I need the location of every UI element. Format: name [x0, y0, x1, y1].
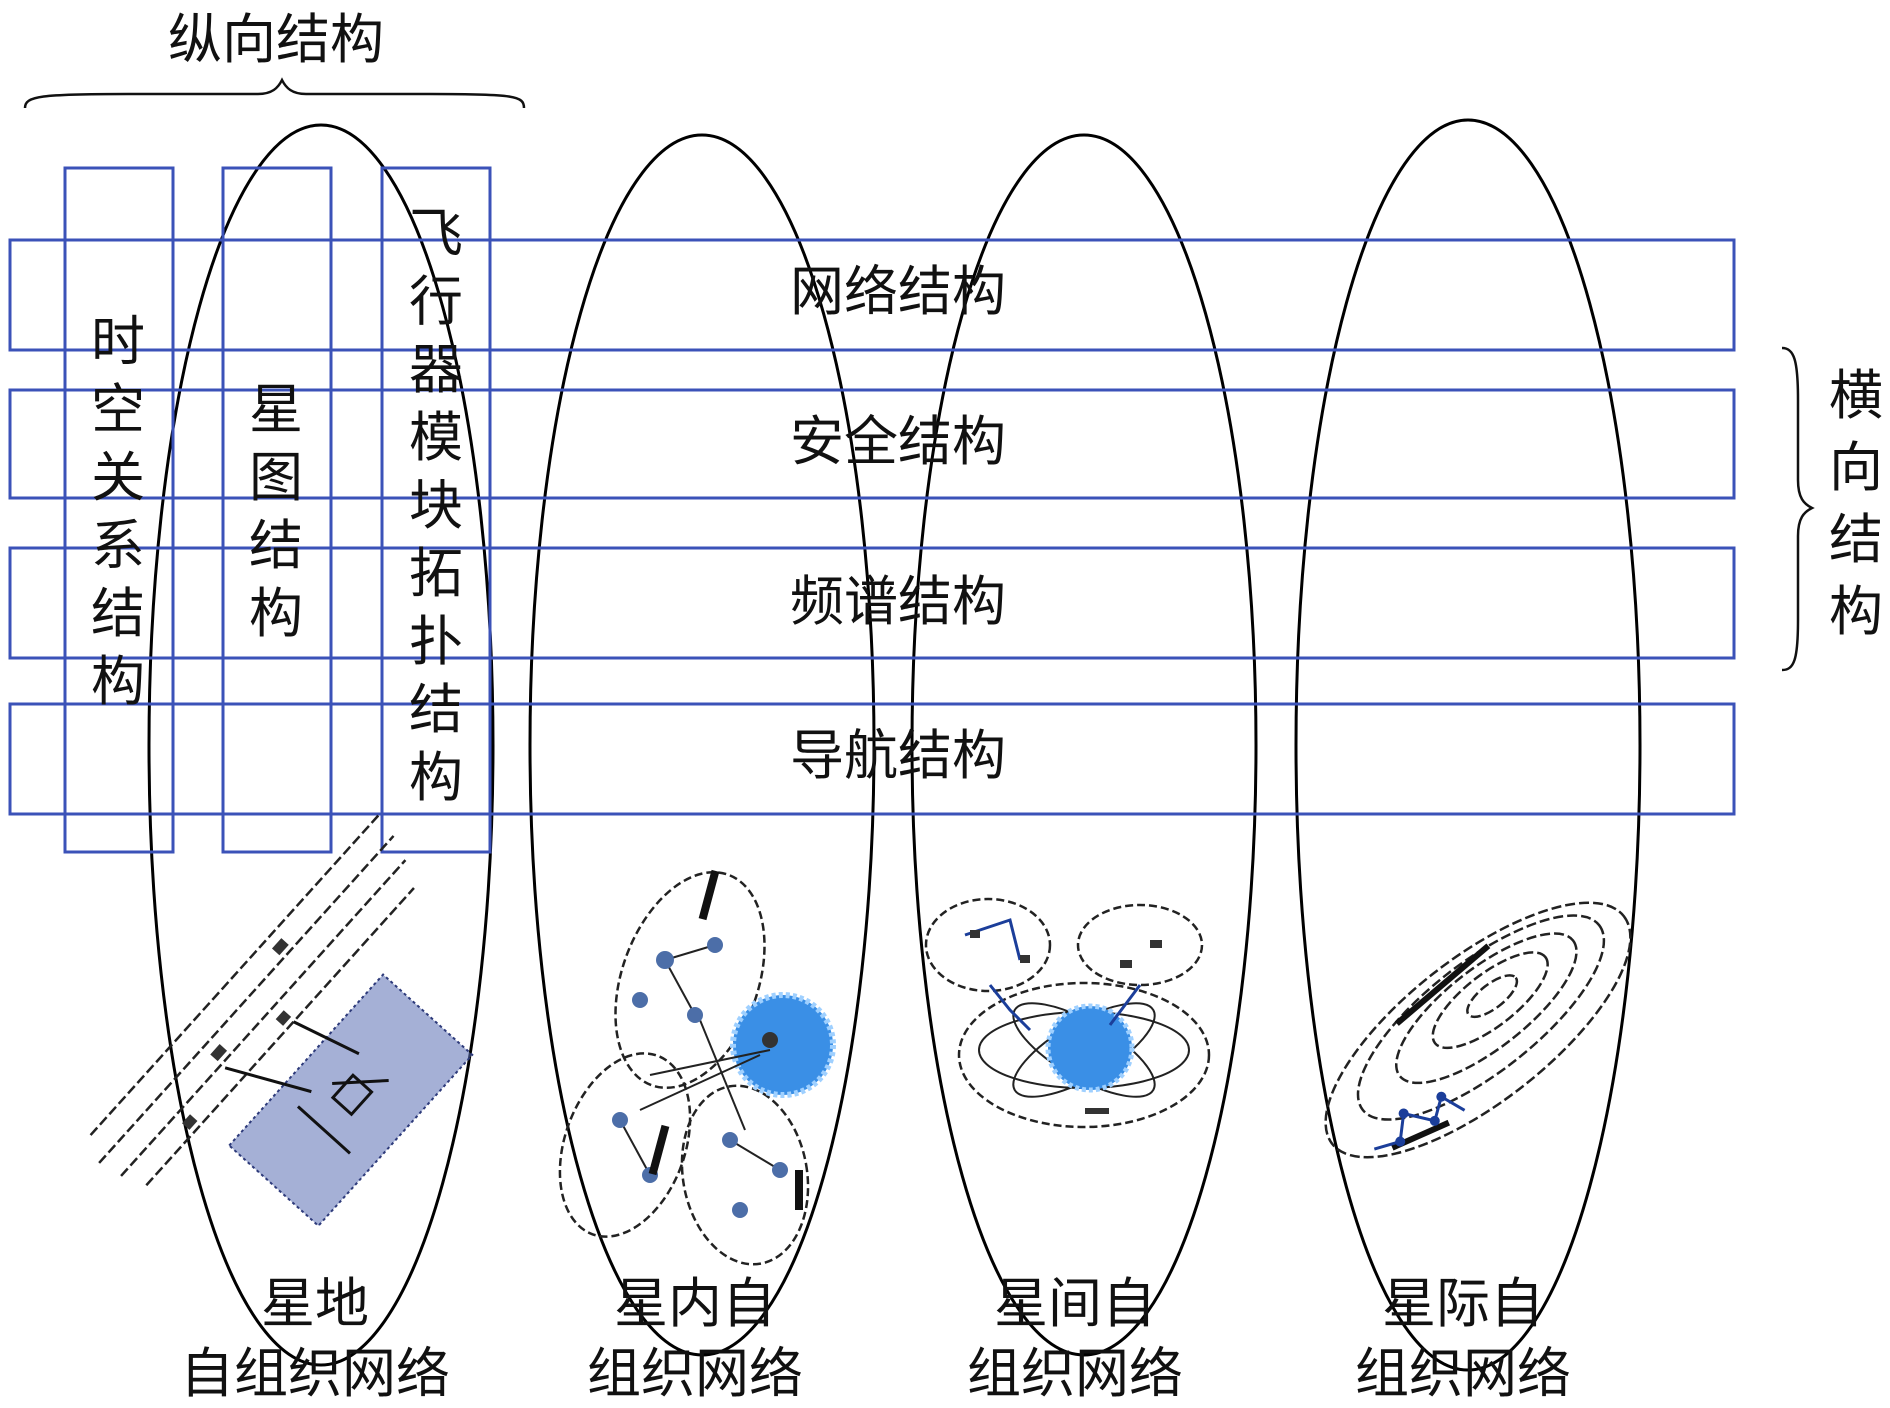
network-ellipse-satellite-ground [147, 123, 495, 1367]
horizontal-layer-security [8, 388, 1736, 500]
svg-text:空: 空 [91, 378, 145, 441]
vertical-layer-label-constellation: 星 图 结 构 [249, 378, 303, 645]
svg-text:星: 星 [249, 378, 303, 441]
svg-text:扑: 扑 [409, 610, 463, 673]
vertical-layer-label-spacecraft-topology: 飞 行 器 模 块 拓 扑 结 构 [409, 202, 463, 809]
svg-text:结: 结 [249, 514, 303, 577]
svg-text:图: 图 [249, 446, 303, 509]
horizontal-layer-label-navigation: 导航结构 [790, 724, 1006, 787]
svg-text:自组织网络: 自组织网络 [180, 1342, 450, 1405]
vertical-layer-spatiotemporal [63, 166, 175, 854]
vertical-group-label: 纵向结构 [168, 8, 384, 71]
network-ellipse-inter-satellite [910, 133, 1258, 1357]
svg-text:构: 构 [249, 582, 303, 645]
svg-text:构: 构 [1829, 580, 1883, 643]
svg-text:结: 结 [409, 678, 463, 741]
horizontal-layer-label-spectrum: 频谱结构 [790, 570, 1006, 633]
horizontal-group-label: 横 向 结 构 [1829, 364, 1883, 643]
inter-satellite-orbit-illustration [924, 897, 1211, 1129]
svg-text:飞: 飞 [409, 202, 463, 265]
svg-text:星间自: 星间自 [994, 1272, 1156, 1335]
svg-text:关: 关 [91, 446, 145, 509]
network-label-interstellar: 星际自 组织网络 [1355, 1272, 1571, 1405]
interstellar-galaxy-illustration [1324, 901, 1632, 1159]
network-ellipse-intra-satellite [528, 133, 876, 1357]
svg-text:结: 结 [91, 582, 145, 645]
svg-text:结: 结 [1829, 508, 1883, 571]
svg-text:构: 构 [91, 650, 145, 713]
vertical-layer-label-spatiotemporal: 时 空 关 系 结 构 [91, 310, 145, 713]
svg-text:器: 器 [409, 338, 463, 401]
svg-text:块: 块 [409, 474, 463, 537]
svg-text:组织网络: 组织网络 [967, 1342, 1183, 1405]
horizontal-layer-spectrum [8, 546, 1736, 660]
horizontal-group-brace [1781, 346, 1815, 672]
svg-text:系: 系 [91, 514, 145, 577]
horizontal-layer-label-network: 网络结构 [790, 260, 1006, 323]
svg-text:星内自: 星内自 [614, 1272, 776, 1335]
svg-text:时: 时 [91, 310, 145, 373]
svg-text:组织网络: 组织网络 [1355, 1342, 1571, 1405]
svg-text:行: 行 [409, 270, 463, 333]
network-label-satellite-ground: 星地 自组织网络 [180, 1272, 450, 1405]
network-label-inter-satellite: 星间自 组织网络 [967, 1272, 1183, 1405]
horizontal-layer-label-security: 安全结构 [790, 410, 1006, 473]
svg-text:横: 横 [1829, 364, 1883, 427]
vertical-group-brace [23, 77, 526, 109]
satellite-ground-illustration [89, 814, 474, 1228]
svg-text:组织网络: 组织网络 [587, 1342, 803, 1405]
horizontal-layer-network [8, 238, 1736, 352]
intra-satellite-cluster-illustration [558, 869, 836, 1266]
vertical-layer-spacecraft-topology [380, 166, 492, 854]
network-label-intra-satellite: 星内自 组织网络 [587, 1272, 803, 1405]
horizontal-layer-navigation [8, 702, 1736, 816]
network-ellipse-interstellar [1294, 118, 1642, 1372]
svg-text:拓: 拓 [409, 542, 463, 605]
svg-text:构: 构 [409, 746, 463, 809]
vertical-layer-constellation [221, 166, 333, 854]
svg-text:模: 模 [409, 406, 463, 469]
svg-text:星地: 星地 [261, 1272, 369, 1335]
svg-text:星际自: 星际自 [1382, 1272, 1544, 1335]
svg-text:向: 向 [1829, 436, 1883, 499]
